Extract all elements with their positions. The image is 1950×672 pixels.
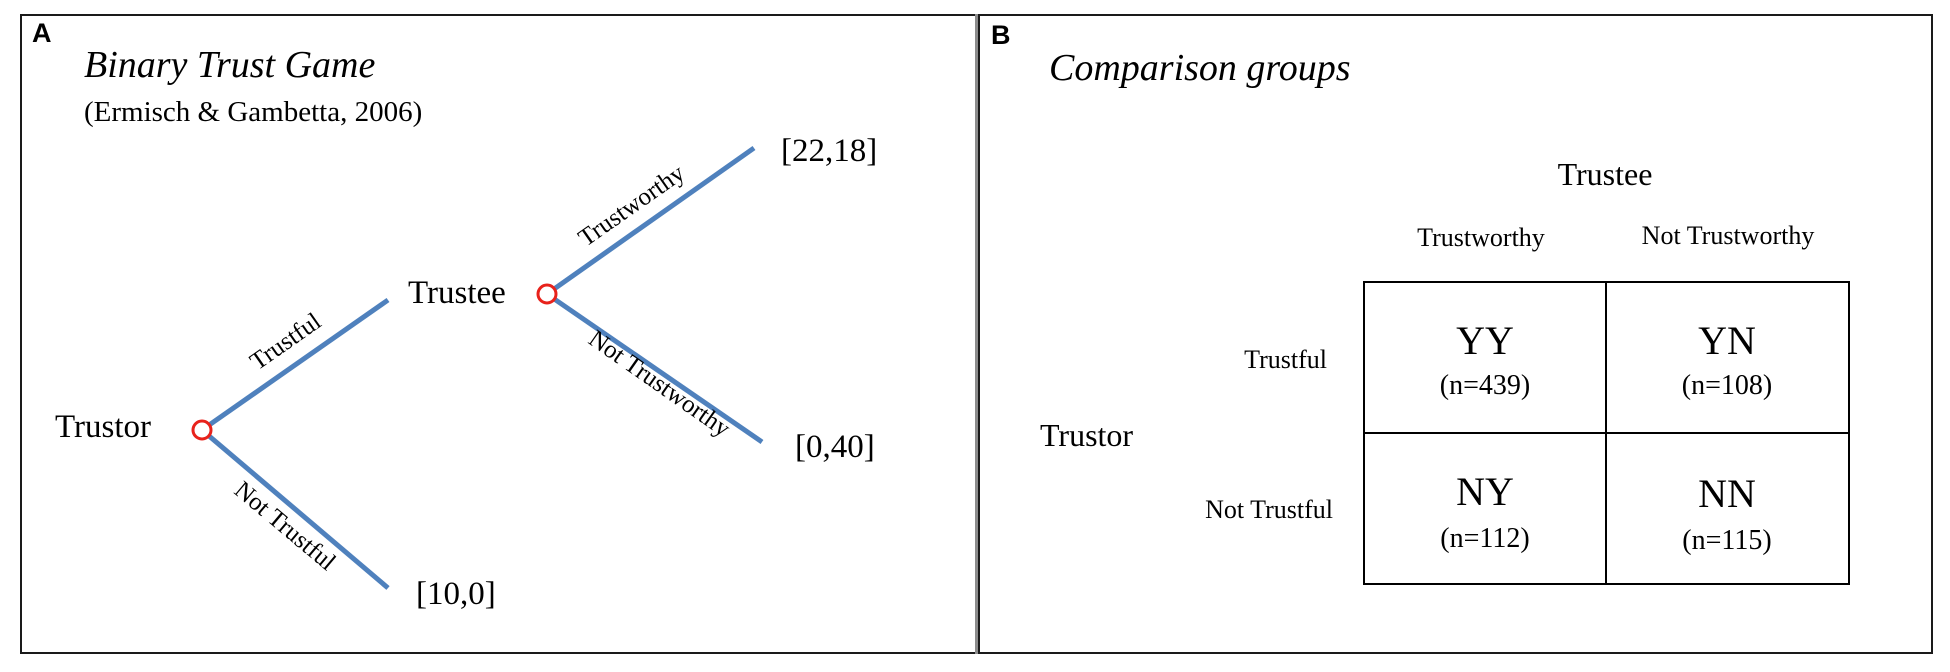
panel-a-title: Binary Trust Game (84, 44, 375, 86)
row-header-not-trustful: Not Trustful (1205, 495, 1333, 524)
tree-branches (200, 145, 764, 590)
branch-not-trustworthy-label: Not Trustworthy (584, 325, 736, 443)
panel-b (978, 14, 1933, 654)
comparison-grid (1363, 281, 1850, 585)
cell-yn: YN (n=108) (1682, 318, 1772, 401)
cell-yy: YY (n=439) (1440, 318, 1530, 401)
branch-trustworthy-line (545, 145, 756, 297)
branch-trustful-line (200, 297, 390, 433)
cell-count: (n=439) (1440, 370, 1530, 401)
panel-divider (975, 14, 978, 654)
panel-a-citation: (Ermisch & Gambetta, 2006) (84, 96, 422, 128)
payoff-trustworthy: [22,18] (781, 133, 877, 169)
trustee-header: Trustee (1558, 156, 1653, 192)
cell-ny: NY (n=112) (1440, 469, 1529, 554)
payoff-not-trustworthy: [0,40] (795, 429, 875, 465)
panel-a-letter: A (32, 18, 52, 48)
cell-count: (n=115) (1682, 525, 1771, 556)
row-header-trustful: Trustful (1244, 345, 1327, 374)
cell-code: NN (1698, 471, 1756, 516)
column-header-trustworthy: Trustworthy (1417, 223, 1545, 252)
trustor-header: Trustor (1040, 417, 1133, 453)
trustor-node (191, 419, 213, 441)
cell-code: YN (1698, 318, 1756, 363)
trustee-node (536, 283, 558, 305)
branch-not-trustful-line (200, 428, 390, 590)
branch-not-trustworthy-line (545, 291, 764, 445)
cell-code: NY (1456, 469, 1514, 514)
column-header-not-trustworthy: Not Trustworthy (1642, 221, 1815, 250)
cell-code: YY (1456, 318, 1514, 363)
branch-not-trustful-label: Not Trustful (229, 476, 341, 576)
panel-b-title: Comparison groups (1049, 47, 1351, 89)
payoff-not-trustful: [10,0] (416, 576, 496, 612)
trustee-label: Trustee (408, 275, 506, 311)
cell-count: (n=112) (1440, 523, 1529, 554)
panel-b-letter: B (991, 20, 1011, 50)
cell-count: (n=108) (1682, 370, 1772, 401)
branch-trustful-label: Trustful (245, 308, 326, 376)
cell-nn: NN (n=115) (1682, 471, 1771, 556)
trustor-label: Trustor (55, 409, 151, 445)
